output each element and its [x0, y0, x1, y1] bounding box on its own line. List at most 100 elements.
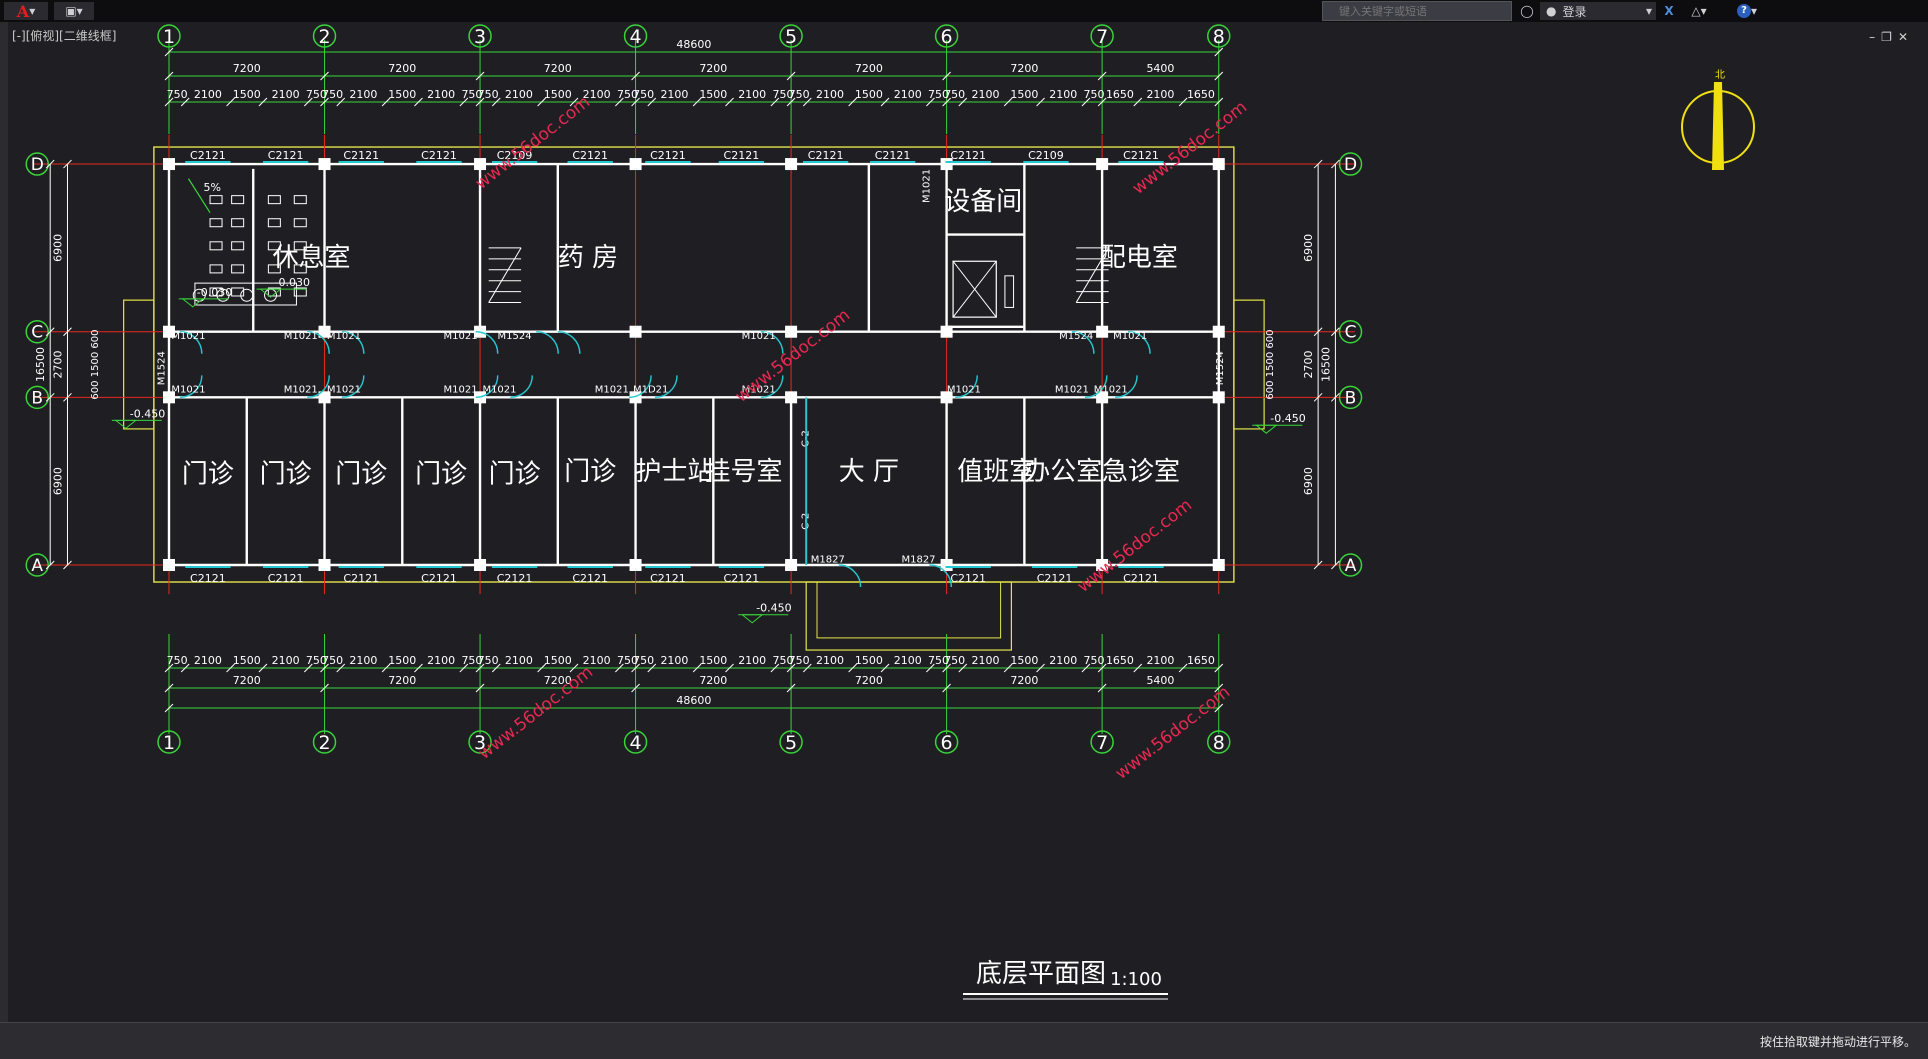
structural-column: [1096, 391, 1109, 404]
top-detail-dim-tick: [958, 97, 968, 107]
north-arrow-icon: [1712, 82, 1724, 170]
top-detail-dim-text: 750: [461, 88, 482, 101]
bottom-axis-dim-text: 7200: [699, 674, 727, 687]
binoculars-icon[interactable]: ◯: [1520, 4, 1534, 18]
right-overall-dim-tick: [1331, 560, 1340, 570]
window-label: C2121: [268, 149, 304, 162]
top-detail-dim-tick: [615, 97, 624, 107]
top-axis-dim-tick: [942, 71, 951, 81]
window-label: C2121: [1037, 572, 1073, 585]
watermark-text: www.56doc.com: [1129, 97, 1251, 199]
top-detail-dim-tick: [631, 97, 640, 107]
structural-column: [1096, 158, 1109, 171]
elevator-counterweight: [1004, 275, 1015, 308]
toilet-fixture: [231, 241, 245, 251]
restore-icon[interactable]: ❐: [1881, 30, 1898, 44]
axis-bubble-B: [25, 385, 49, 410]
structural-column: [785, 325, 798, 338]
axis-bubble-B: [1338, 385, 1363, 410]
bottom-axis-dim-tick: [475, 683, 485, 693]
main-entrance-platform: [805, 581, 1013, 651]
axis-bubble-3: [468, 24, 492, 48]
top-detail-dim-tick: [880, 97, 890, 107]
elevation-text: -0.030: [275, 276, 310, 289]
login-label: 登录: [1562, 4, 1587, 19]
login-button[interactable]: ●登录▾: [1540, 2, 1656, 20]
door-swing: [179, 375, 203, 399]
structural-column: [629, 391, 642, 404]
vertical-label: M1021: [921, 169, 932, 203]
bottom-detail-dim-text: 2100: [272, 654, 300, 667]
minimize-icon[interactable]: –: [1869, 30, 1882, 44]
axis-number-4: 4: [630, 732, 642, 754]
toilet-fixture: [231, 218, 245, 228]
bottom-detail-dim-text: 750: [306, 654, 327, 667]
bottom-detail-dim-tick: [303, 663, 313, 673]
right-overall-dim-tick: [1331, 159, 1340, 169]
axis-bubble-A: [1338, 553, 1363, 577]
top-detail-dim-tick: [1133, 97, 1143, 107]
bottom-detail-dim-tick: [848, 663, 857, 673]
close-icon[interactable]: ✕: [1897, 30, 1914, 44]
top-detail-dim-text: 1500: [233, 88, 261, 101]
door-label: M1827: [811, 555, 845, 566]
drawing-window-controls[interactable]: –❐✕: [1869, 30, 1914, 44]
bottom-detail-dim-tick: [926, 663, 935, 673]
right-axis-dim-tick: [1313, 159, 1323, 169]
save-icon[interactable]: ▣: [65, 4, 77, 18]
elevation-symbol: [114, 419, 138, 429]
axis-letter-B: B: [31, 388, 43, 408]
bottom-detail-dim-text: 750: [633, 654, 654, 667]
room-label: 门诊: [260, 459, 312, 489]
window-label: C2121: [650, 572, 686, 585]
axis-bubble-4: [623, 730, 648, 754]
axis-number-5: 5: [785, 26, 797, 48]
top-detail-dim-tick: [786, 97, 796, 107]
sink-counter: [194, 282, 297, 306]
viewport-controls-label[interactable]: [-][俯视][二维线框]: [12, 29, 117, 43]
top-detail-dim-text: 750: [306, 88, 327, 101]
top-detail-dim-text: 750: [633, 88, 654, 101]
bottom-detail-dim-text: 2100: [894, 654, 922, 667]
window-label: C2121: [650, 149, 686, 162]
dropdown-arrow-icon[interactable]: ▾: [76, 4, 83, 18]
structural-column: [318, 391, 331, 404]
door-swing: [654, 375, 678, 399]
window-label: C2121: [190, 572, 226, 585]
top-detail-dim-tick: [1178, 97, 1188, 107]
status-bar: 按住拾取键并拖动进行平移。: [0, 1022, 1928, 1059]
a360-icon[interactable]: △▾: [1691, 4, 1707, 18]
left-axis-dim-tick: [63, 560, 72, 570]
bottom-detail-dim-text: 1500: [544, 654, 572, 667]
elevation-text: -0.450: [756, 602, 791, 615]
top-detail-dim-text: 2100: [427, 88, 455, 101]
door-swing: [536, 331, 559, 354]
search-input[interactable]: [1322, 1, 1512, 21]
bottom-detail-dim-text: 750: [772, 654, 793, 667]
left-axis-dim-tick: [63, 159, 72, 169]
top-axis-dim-text: 5400: [1146, 62, 1174, 75]
left-dim-text: 600: [90, 329, 101, 348]
bottom-detail-dim-text: 1650: [1187, 654, 1215, 667]
axis-number-5: 5: [785, 732, 797, 754]
top-detail-dim-tick: [1081, 97, 1091, 107]
exchange-icon[interactable]: X: [1664, 4, 1674, 18]
top-detail-dim-text: 1650: [1106, 88, 1134, 101]
top-detail-dim-text: 2100: [816, 88, 844, 101]
help-button[interactable]: ?▾: [1728, 2, 1766, 20]
axis-number-8: 8: [1213, 26, 1225, 48]
window-label: C2121: [724, 572, 760, 585]
left-dim-text: 6900: [51, 467, 64, 495]
left-overall-dim-tick: [45, 159, 55, 169]
bottom-detail-dim-tick: [692, 663, 702, 673]
top-detail-dim-text: 750: [789, 88, 810, 101]
application-menu-button[interactable]: A▾: [4, 2, 48, 21]
top-detail-dim-text: 2100: [1146, 88, 1174, 101]
door-label: M1021: [284, 331, 318, 342]
top-axis-dim-tick: [1097, 71, 1107, 81]
quick-access-toolbar[interactable]: ▣▾: [54, 2, 94, 20]
toilet-fixture: [267, 195, 281, 205]
structural-column: [1096, 325, 1109, 338]
